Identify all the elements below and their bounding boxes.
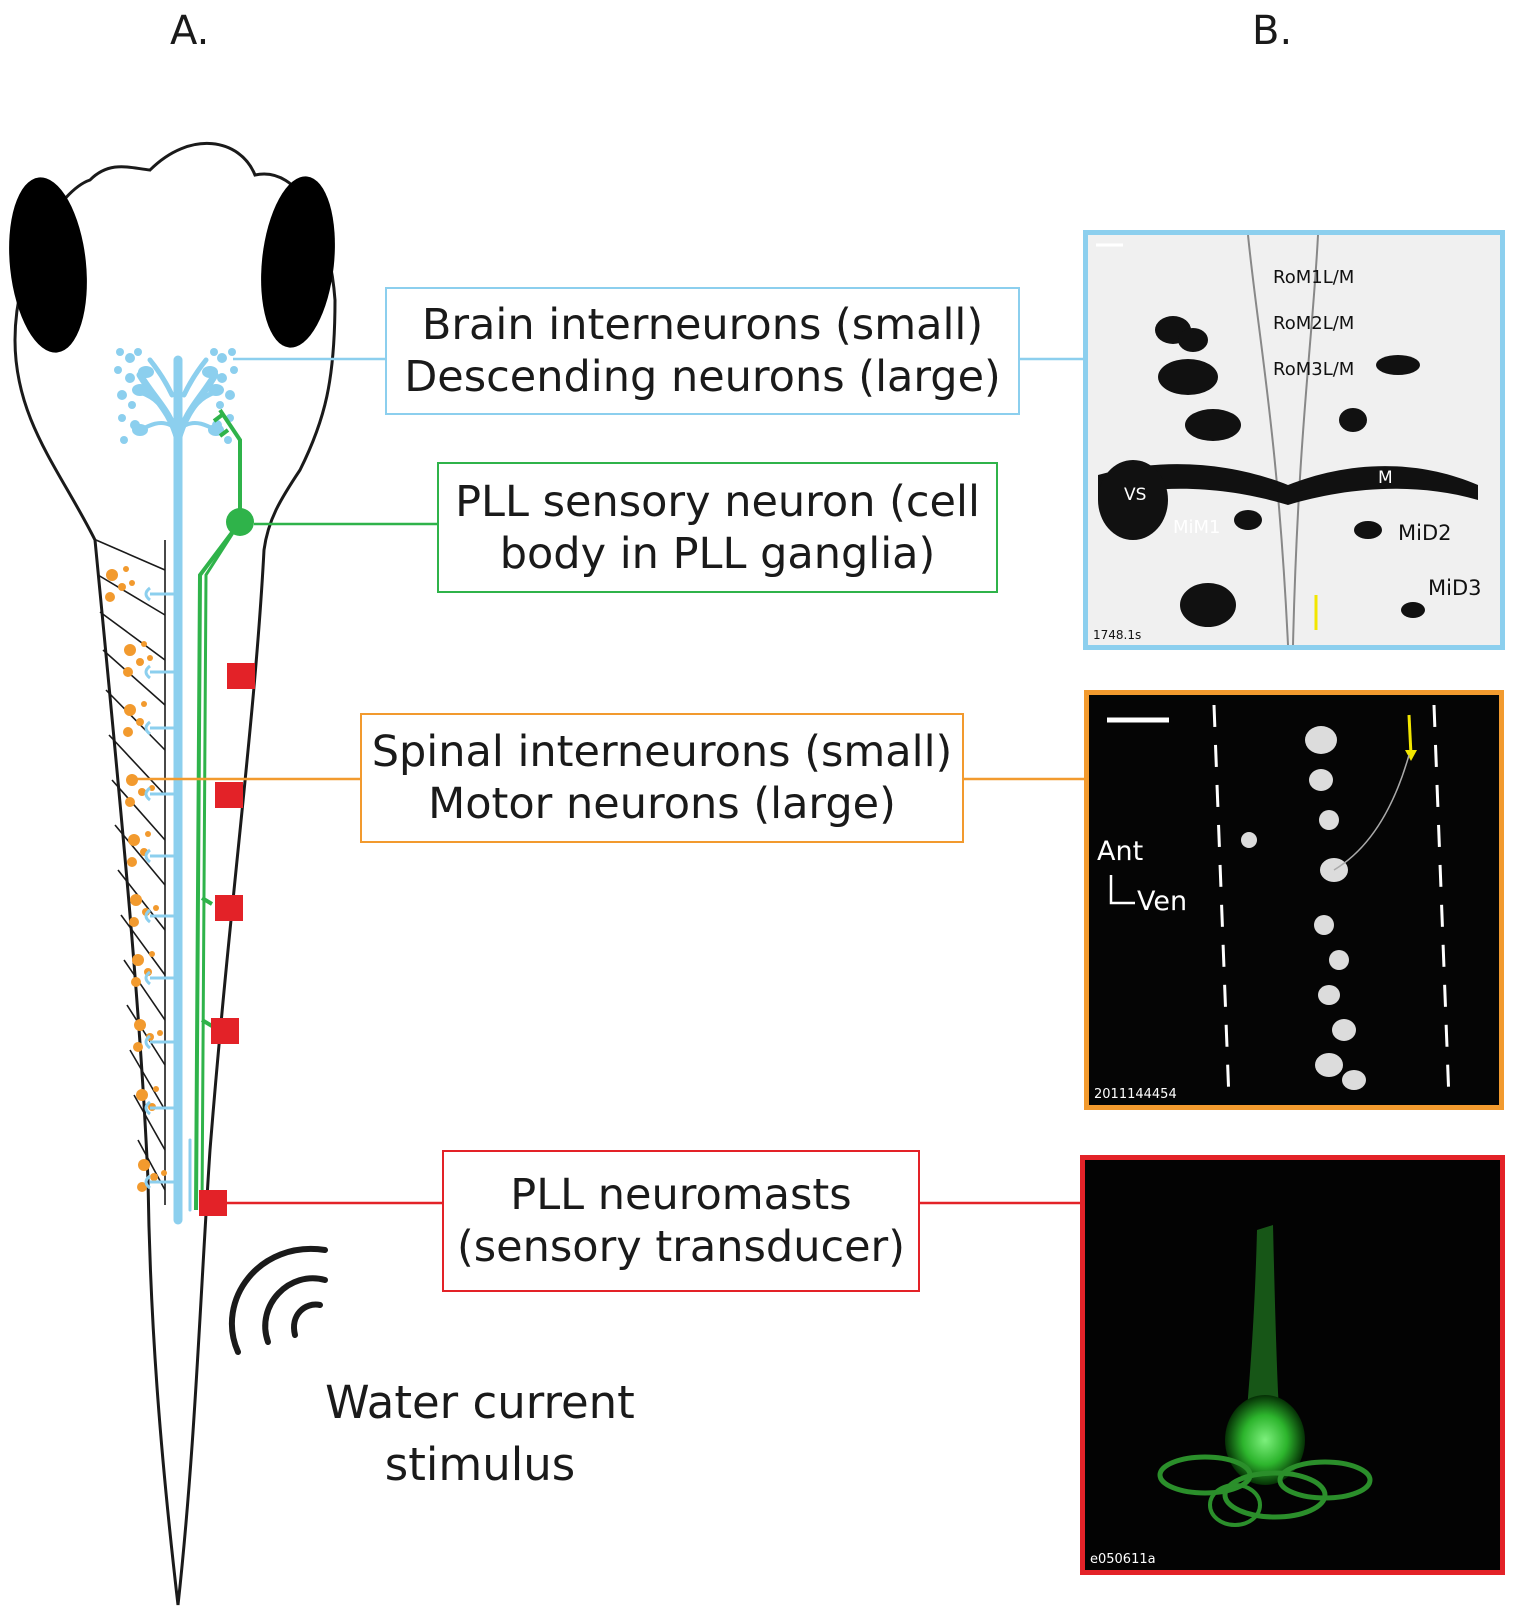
pll-ganglion-cell-body [226,508,254,536]
right-eye [261,176,335,348]
sensory-label-line2: body in PLL ganglia) [499,528,936,579]
water-wave-icon [228,1245,328,1355]
neuromast-image-id: e050611a [1090,1552,1156,1567]
body-segments [95,539,166,1205]
spinal-label-line1: Spinal interneurons (small) [371,727,953,777]
left-eye [9,177,87,353]
axis-anterior-label: Ant [1097,836,1143,867]
brain-neuron-dots [114,348,238,444]
neuromast-label-box: PLL neuromasts (sensory transducer) [442,1150,920,1292]
cell-label-vs: VS [1124,485,1146,505]
sensory-label-line1: PLL sensory neuron (cell [455,476,980,527]
neuromast-label-line1: PLL neuromasts [510,1170,852,1220]
cell-label-rom3: RoM3L/M [1273,359,1354,380]
cell-label-rom1: RoM1L/M [1273,267,1354,288]
brain-image-id: 1748.1s [1093,628,1141,642]
pll-sensory-neuron [194,408,242,1211]
stimulus-label: Water current stimulus [290,1372,670,1496]
cell-label-mid3: MiD3 [1428,576,1481,600]
brain-micrograph: RoM1L/M RoM2L/M RoM3L/M M VS MiM1 MiD2 M… [1083,230,1505,650]
stimulus-line1: Water current [325,1376,635,1429]
spinal-micrograph: Ant Ven 2011144454 [1084,690,1504,1110]
spinal-synapse-forks [144,586,178,1190]
stimulus-line2: stimulus [384,1438,576,1491]
neuromast-label-line2: (sensory transducer) [456,1222,906,1272]
cell-label-rom2: RoM2L/M [1273,313,1354,334]
spinal-label-box: Spinal interneurons (small) Motor neuron… [360,713,964,843]
cell-label-mim1: MiM1 [1173,517,1221,538]
panel-b-label: B. [1252,8,1293,54]
brain-label-box: Brain interneurons (small) Descending ne… [385,287,1020,415]
cell-label-m: M [1378,468,1393,488]
brain-label-line2: Descending neurons (large) [404,352,1001,402]
neuromast-micrograph: e050611a [1080,1155,1505,1575]
sensory-label-box: PLL sensory neuron (cell body in PLL gan… [437,462,998,593]
axis-ventral-label: Ven [1137,886,1187,917]
neuromasts [199,663,255,1216]
spinal-label-line2: Motor neurons (large) [428,779,896,829]
cell-label-mid2: MiD2 [1398,521,1451,545]
spinal-neuron-dots [105,566,167,1192]
brain-label-line1: Brain interneurons (small) [421,300,984,350]
spinal-image-id: 2011144454 [1094,1087,1177,1102]
panel-a-label: A. [170,8,210,54]
